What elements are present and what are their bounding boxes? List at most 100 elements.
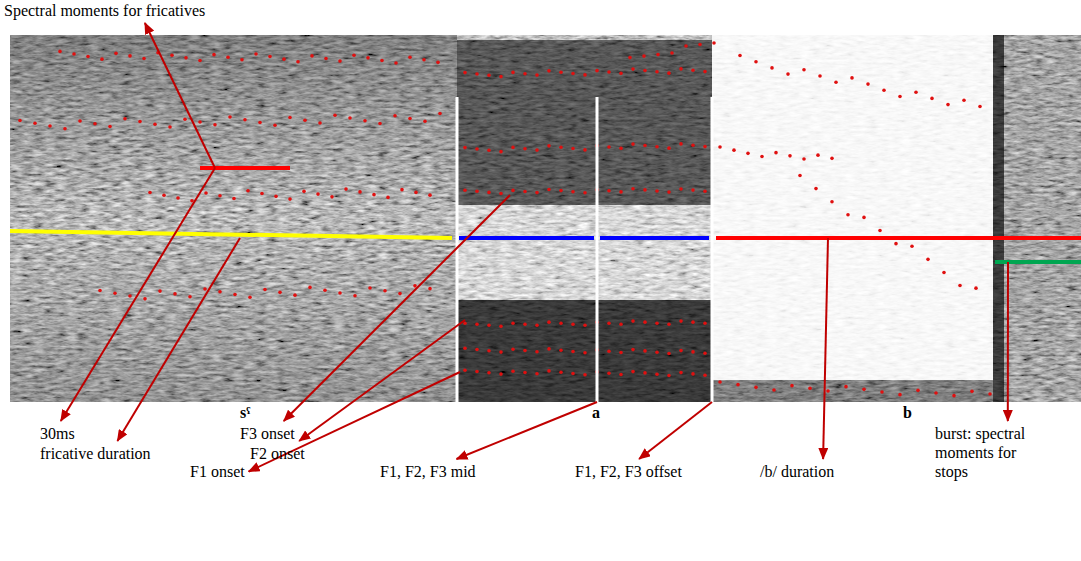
- annotation-label: F1 onset: [190, 462, 245, 481]
- formant-dot: [274, 195, 278, 199]
- formant-dot: [655, 321, 659, 325]
- formant-dot: [788, 154, 792, 158]
- formant-dot: [338, 59, 342, 63]
- leader-arrow: [284, 195, 510, 421]
- formant-dot: [760, 155, 764, 159]
- formant-dot: [383, 289, 387, 293]
- annotation-label: /b/ duration: [760, 462, 834, 481]
- formant-dot: [655, 145, 659, 149]
- annotation-label: F1, F2, F3 mid: [380, 462, 476, 481]
- formant-dot: [667, 71, 671, 75]
- formant-dot: [790, 384, 794, 388]
- formant-dot: [631, 370, 635, 374]
- formant-dot: [535, 73, 539, 77]
- formant-dot: [916, 389, 920, 393]
- formant-dot: [547, 188, 551, 192]
- formant-dot: [212, 53, 216, 57]
- formant-dot: [571, 350, 575, 354]
- vowel-gap: [457, 205, 712, 300]
- formant-dot: [746, 152, 750, 156]
- formant-dot: [655, 372, 659, 376]
- formant-dot: [173, 292, 177, 296]
- formant-dot: [463, 146, 467, 150]
- formant-dot: [422, 58, 426, 62]
- formant-dot: [353, 294, 357, 298]
- formant-dot: [988, 392, 992, 396]
- formant-dot: [400, 188, 404, 192]
- formant-dot: [463, 71, 467, 75]
- formant-dot: [138, 120, 142, 124]
- formant-dot: [282, 57, 286, 61]
- formant-dot: [619, 190, 623, 194]
- formant-dot: [844, 385, 848, 389]
- formant-dot: [978, 105, 982, 109]
- formant-dot: [754, 386, 758, 390]
- formant-dot: [324, 57, 328, 61]
- formant-dot: [93, 122, 97, 126]
- formant-dot: [774, 151, 778, 155]
- formant-dot: [607, 70, 611, 74]
- formant-dot: [718, 145, 722, 149]
- vowel-half-line: [459, 236, 594, 240]
- formant-dot: [667, 352, 671, 356]
- formant-dot: [198, 120, 202, 124]
- boundary-line: [596, 97, 599, 402]
- formant-dot: [153, 122, 157, 126]
- formant-dot: [378, 122, 382, 126]
- formant-dot: [108, 125, 112, 129]
- formant-dot: [691, 143, 695, 147]
- leader-arrow: [639, 402, 712, 459]
- formant-dot: [607, 349, 611, 353]
- formant-dot: [679, 319, 683, 323]
- formant-dot: [463, 368, 467, 372]
- formant-dot: [511, 71, 515, 75]
- formant-dot: [86, 55, 90, 59]
- formant-dot: [559, 370, 563, 374]
- formant-dot: [268, 55, 272, 59]
- formant-dot: [679, 349, 683, 353]
- formant-dot: [499, 350, 503, 354]
- formant-dot: [571, 147, 575, 151]
- leader-arrow: [456, 402, 597, 459]
- formant-dot: [487, 324, 491, 328]
- formant-dot: [808, 387, 812, 391]
- formant-dot: [691, 68, 695, 72]
- formant-dot: [631, 348, 635, 352]
- formant-dot: [393, 114, 397, 118]
- leader-arrow: [249, 372, 460, 472]
- annotation-label: F3 onset: [240, 424, 295, 443]
- formant-dot: [703, 145, 707, 149]
- formant-dot: [583, 148, 587, 152]
- stop-duration-line: [716, 236, 1081, 240]
- formant-dot: [802, 157, 806, 161]
- formant-dot: [218, 290, 222, 294]
- formant-dot: [184, 56, 188, 60]
- formant-dot: [475, 370, 479, 374]
- formant-dot: [786, 72, 790, 76]
- formant-dot: [33, 121, 37, 125]
- formant-dot: [631, 187, 635, 191]
- formant-dot: [511, 146, 515, 150]
- formant-dot: [732, 148, 736, 152]
- formant-dot: [619, 147, 623, 151]
- formant-dot: [631, 67, 635, 71]
- formant-dot: [946, 103, 950, 107]
- formant-dot: [463, 346, 467, 350]
- boundary-line: [711, 97, 714, 402]
- formant-dot: [248, 295, 252, 299]
- formant-dot: [930, 97, 934, 101]
- formant-dot: [98, 289, 102, 293]
- formant-dot: [571, 322, 575, 326]
- formant-dot: [436, 61, 440, 65]
- formant-dot: [72, 52, 76, 56]
- formant-dot: [679, 187, 683, 191]
- burst-spike: [993, 35, 1004, 402]
- formant-dot: [204, 191, 208, 195]
- formant-dot: [487, 149, 491, 153]
- formant-dot: [583, 73, 587, 77]
- formant-dot: [535, 148, 539, 152]
- formant-dot: [423, 119, 427, 123]
- spectrogram: [10, 35, 1081, 402]
- formant-dot: [358, 190, 362, 194]
